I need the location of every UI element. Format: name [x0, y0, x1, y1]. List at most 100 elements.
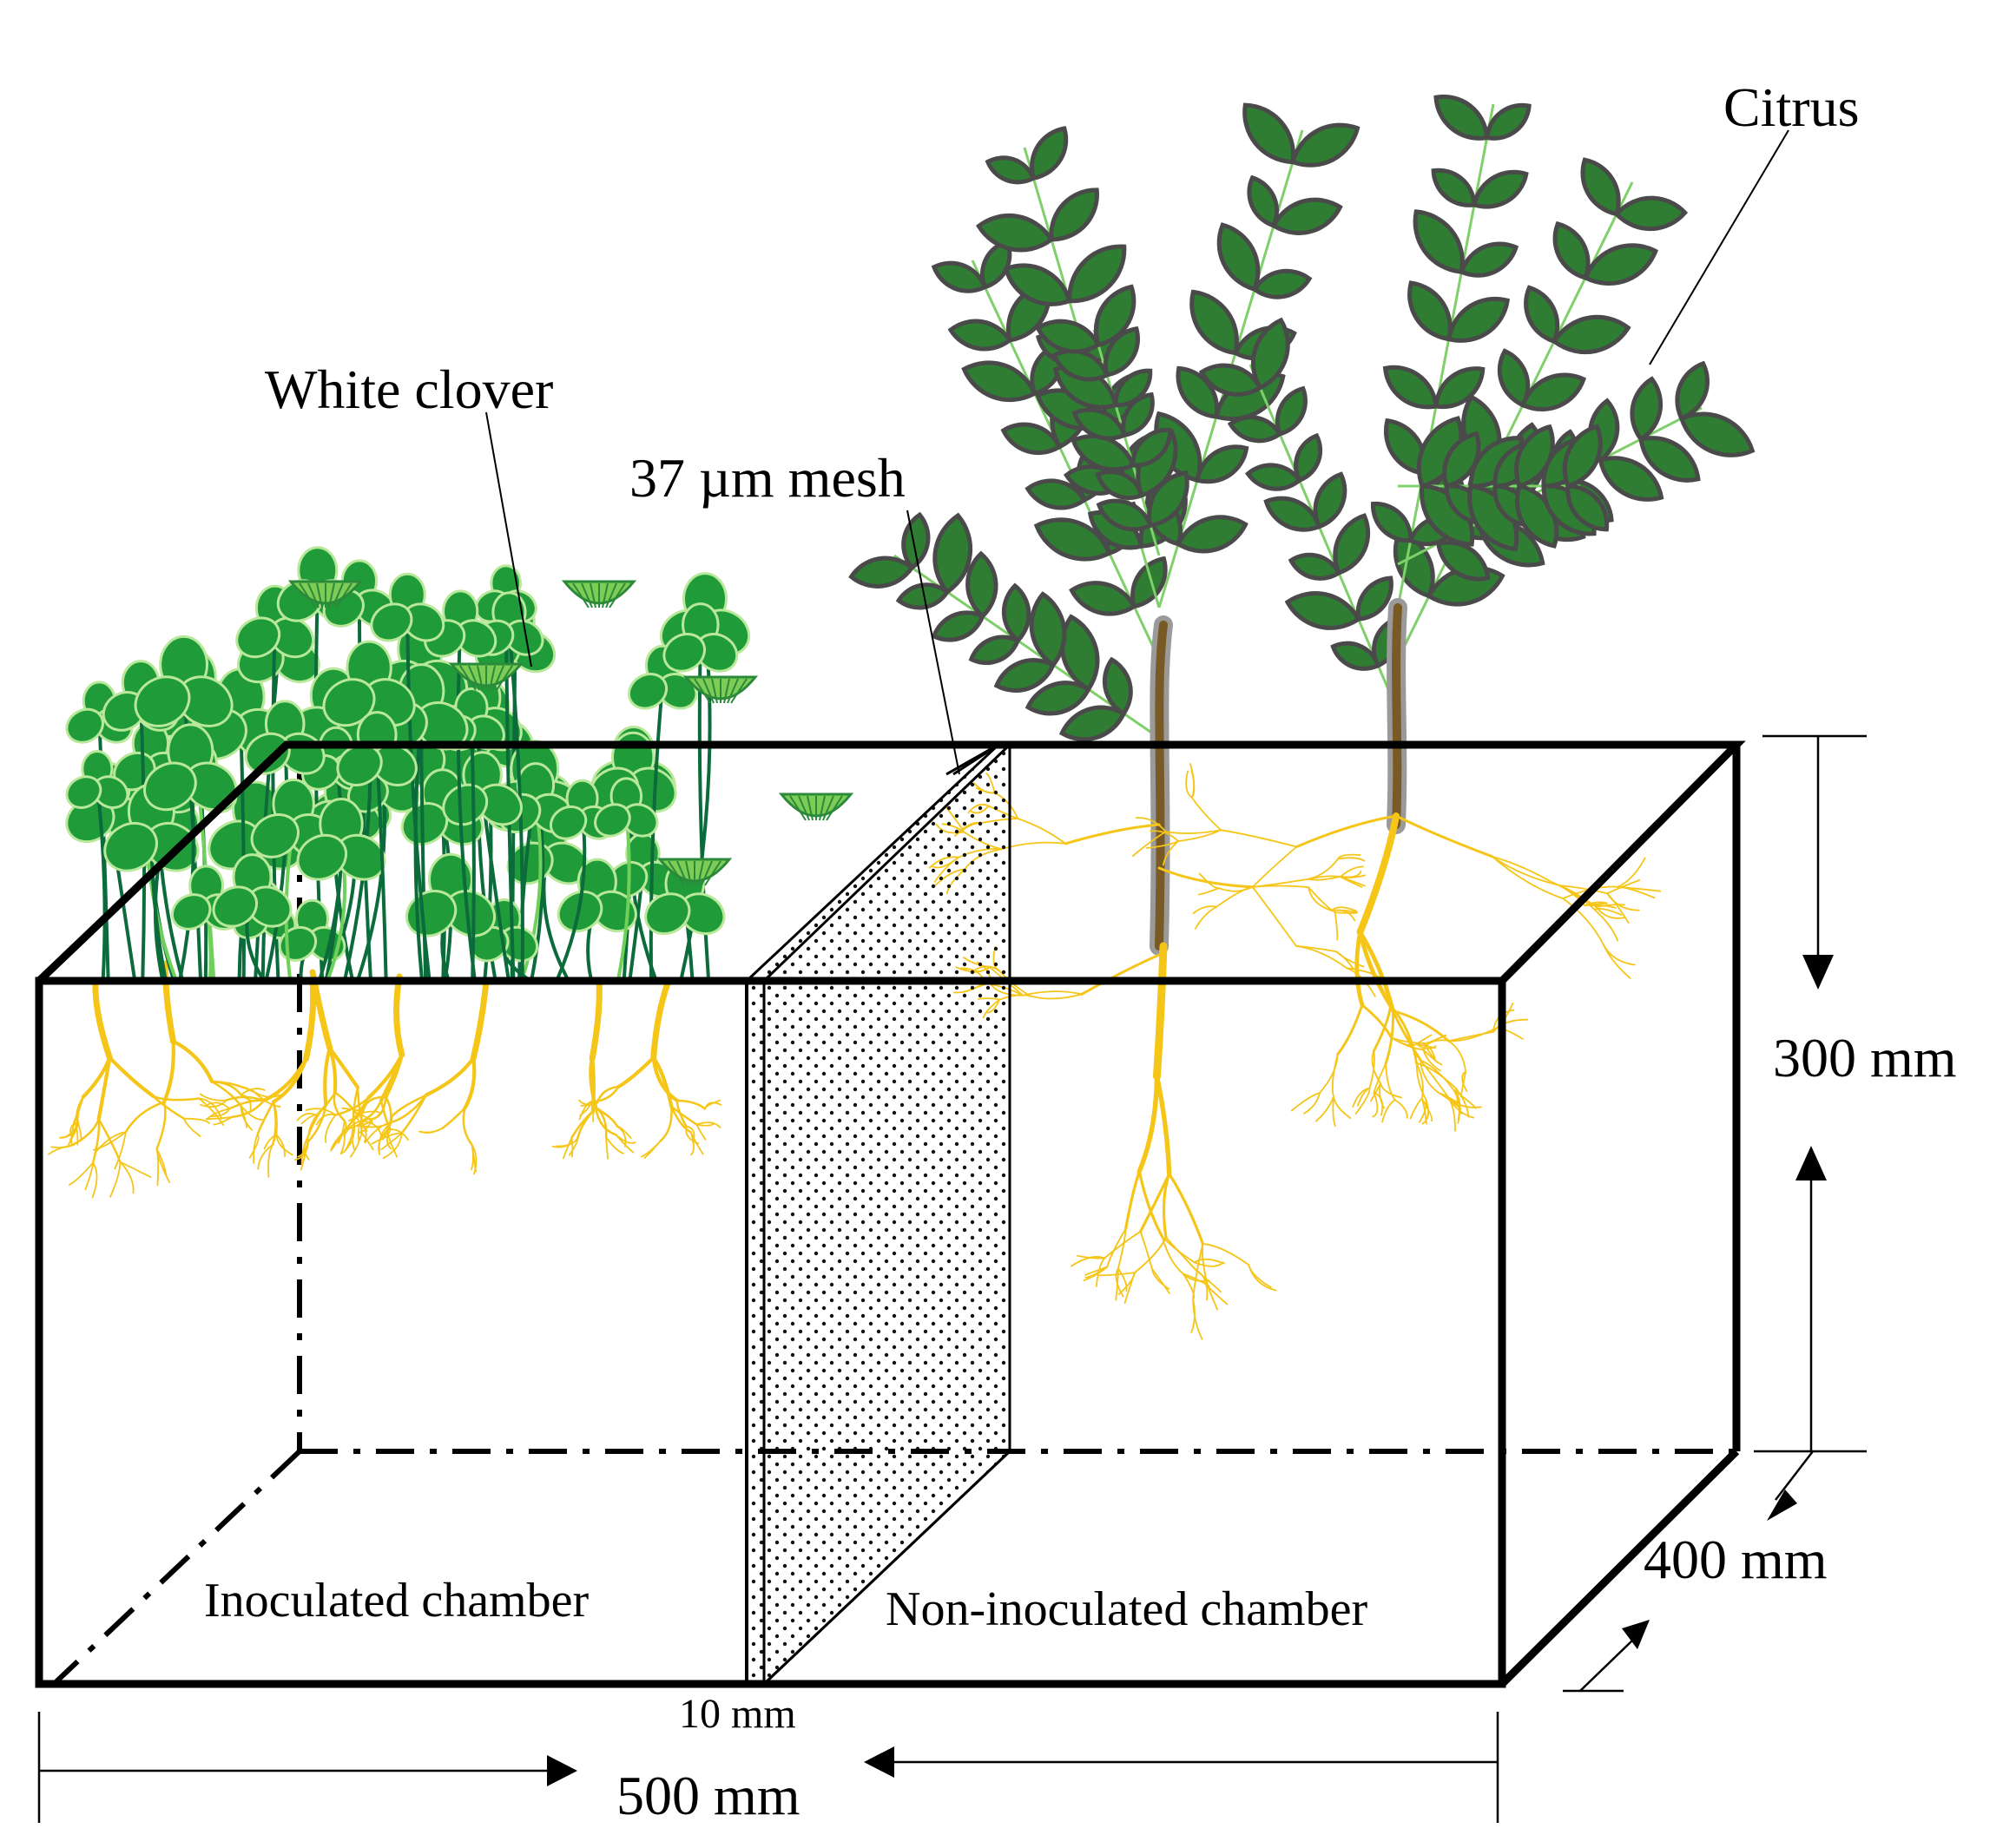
root-segment	[206, 1108, 231, 1121]
clover-leaf	[322, 640, 416, 727]
root-segment	[462, 1107, 473, 1146]
root-segment	[1080, 953, 1161, 996]
root-segment	[556, 1137, 579, 1148]
root-segment	[1207, 1286, 1218, 1311]
citrus-leaf	[1330, 641, 1381, 671]
label-inoculated-chamber: Inoculated chamber	[204, 1574, 589, 1628]
clover-flower	[682, 675, 759, 704]
root-segment	[616, 1056, 656, 1088]
root-segment	[267, 1143, 274, 1178]
root-segment	[1307, 875, 1341, 881]
root-segment	[1136, 817, 1167, 832]
root-segment	[1340, 865, 1364, 878]
root-segment	[1447, 1026, 1499, 1042]
root-segment	[1017, 818, 1067, 845]
root-segment	[579, 1101, 593, 1116]
root-segment	[1491, 855, 1553, 884]
root-segment	[1491, 855, 1561, 886]
root-segment	[1029, 993, 1083, 1000]
root-segment	[578, 1101, 593, 1121]
clover-stem	[616, 812, 631, 980]
label-height: 300 mm	[1773, 1027, 1957, 1088]
citrus-leaf	[1514, 483, 1559, 549]
root-segment	[1562, 898, 1604, 946]
citrus-leaf	[1175, 515, 1248, 554]
citrus-leaf	[1497, 348, 1531, 408]
root-segment	[161, 1039, 175, 1104]
citrus-leaf	[1029, 591, 1067, 668]
citrus-leaf	[1069, 581, 1137, 616]
citrus-leaf	[1147, 470, 1189, 529]
root-segment	[615, 1134, 636, 1144]
clover-flower	[448, 662, 524, 691]
root-segment	[1153, 942, 1168, 1081]
citrus-leaf	[1630, 376, 1664, 443]
root-segment	[1161, 1235, 1184, 1275]
citrus-leaf	[1524, 285, 1560, 345]
root-segment	[71, 1118, 100, 1147]
citrus-leaf	[1103, 656, 1133, 717]
root-segment	[227, 1099, 265, 1110]
root-segment	[1193, 1258, 1225, 1265]
root-segment	[1193, 1261, 1224, 1267]
root-segment	[1295, 814, 1398, 848]
label-non-inoculated-chamber: Non-inoculated chamber	[886, 1582, 1367, 1636]
root-segment	[471, 1143, 477, 1173]
clover-stem	[556, 814, 587, 980]
root-segment	[1391, 1009, 1451, 1042]
root-segment	[253, 1134, 259, 1164]
root-segment	[1319, 1053, 1339, 1094]
root-segment	[297, 1136, 309, 1158]
citrus-leaf	[1333, 513, 1371, 576]
root-segment	[1455, 1087, 1470, 1118]
root-segment	[331, 1129, 346, 1150]
root-segment	[119, 1161, 152, 1178]
root-segment	[1384, 1009, 1394, 1066]
citrus-leaf	[1433, 94, 1490, 141]
root-segment	[271, 1056, 308, 1104]
root-segment	[248, 1134, 260, 1159]
clover-flower	[656, 858, 733, 886]
root-segment	[1154, 1074, 1172, 1177]
root-segment	[1393, 1099, 1408, 1119]
hidden-edges	[51, 745, 1736, 1687]
root-segment	[589, 977, 603, 1062]
root-segment	[69, 1161, 94, 1186]
clover-leaf	[442, 751, 523, 826]
root-segment	[1447, 1096, 1482, 1108]
root-segment	[1358, 930, 1395, 1013]
root-segment	[1390, 1036, 1425, 1044]
citrus-leaf	[1067, 244, 1127, 304]
clover-leaf	[370, 572, 445, 642]
root-segment	[1151, 1267, 1170, 1294]
height-dimension	[1754, 734, 1867, 1453]
root-segment	[155, 1148, 160, 1187]
clover-leaf	[594, 777, 659, 838]
citrus-leaf	[968, 635, 1021, 665]
root-segment	[1295, 945, 1338, 953]
root-segment	[1195, 905, 1218, 930]
root-segment	[1095, 1257, 1106, 1287]
root-segment	[275, 1134, 286, 1157]
citrus-leaf	[965, 550, 998, 620]
root-segment	[305, 1108, 337, 1116]
root-segment	[1137, 1169, 1164, 1239]
root-segment	[303, 977, 317, 1062]
root-segment	[1357, 1087, 1371, 1107]
root-segment	[1134, 1236, 1167, 1274]
root-segment	[1602, 944, 1636, 966]
root-segment	[77, 1121, 82, 1141]
root-segment	[1303, 1092, 1321, 1115]
root-segment	[119, 1161, 135, 1194]
root-segment	[152, 1095, 201, 1102]
citrus-leaf	[1275, 385, 1308, 437]
root-segment	[1252, 845, 1298, 888]
root-segment	[306, 1103, 327, 1139]
citrus-leaf	[1288, 552, 1342, 581]
root-segment	[1420, 1059, 1440, 1095]
root-segment	[470, 977, 490, 1062]
citrus-leaf	[1052, 365, 1118, 410]
root-segment	[659, 1105, 673, 1142]
root-segment	[1189, 763, 1196, 799]
citrus-leaf	[1675, 360, 1710, 422]
